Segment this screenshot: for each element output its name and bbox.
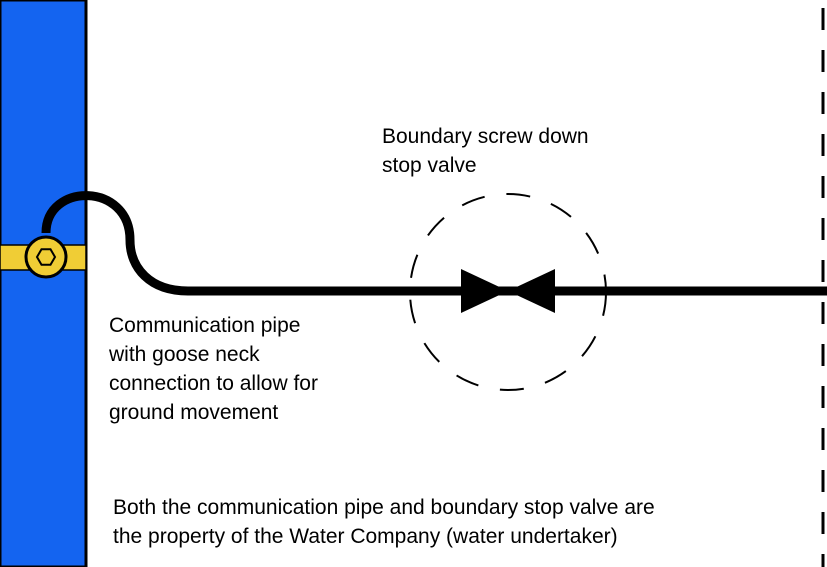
pipe-label-line: ground movement	[109, 401, 279, 424]
ferrule-nut-icon	[24, 235, 68, 279]
valve-label: Boundary screw down stop valve	[382, 122, 589, 180]
pipe-label-line: connection to allow for	[109, 372, 318, 395]
note-line: Both the communication pipe and boundary…	[113, 496, 655, 519]
note-line: the property of the Water Company (water…	[113, 525, 618, 548]
communication-pipe	[41, 191, 827, 296]
valve-label-line: Boundary screw down	[382, 125, 589, 148]
valve-label-line: stop valve	[382, 154, 477, 177]
ownership-note: Both the communication pipe and boundary…	[113, 493, 655, 551]
valve-boundary-circle	[409, 193, 607, 391]
water-main	[0, 0, 88, 567]
communication-pipe-label: Communication pipe with goose neck conne…	[109, 311, 318, 427]
pipe-label-line: Communication pipe	[109, 314, 301, 337]
stop-valve-symbol	[461, 269, 555, 313]
pipe-label-line: with goose neck	[109, 343, 260, 366]
